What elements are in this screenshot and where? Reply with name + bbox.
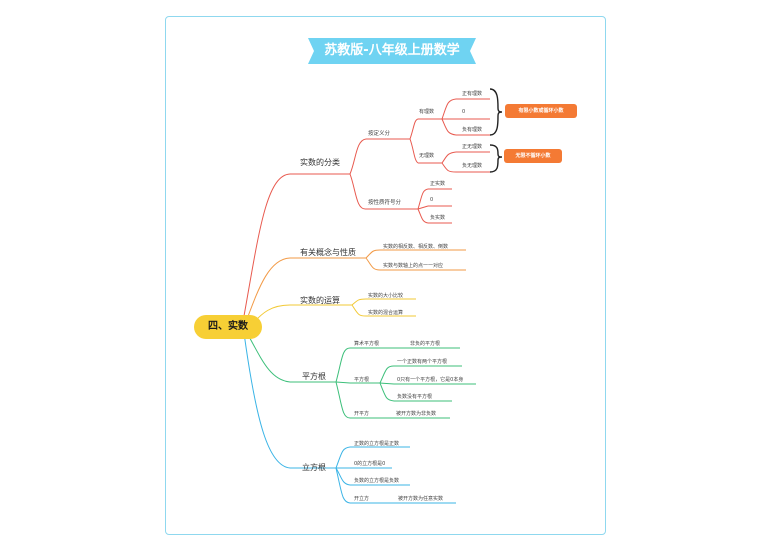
cube-item-3: 负数的立方根是负数 bbox=[354, 478, 400, 484]
mindmap-frame bbox=[165, 16, 606, 535]
classification-node: 实数的分类 bbox=[300, 158, 340, 167]
positive-real-node: 正实数 bbox=[430, 181, 446, 187]
by-definition-node: 按定义分 bbox=[368, 131, 391, 137]
sqrt-node: 平方根 bbox=[354, 377, 370, 383]
operation-item-1: 实数的大小比较 bbox=[368, 293, 404, 299]
irrational-note-tag: 无限不循环小数 bbox=[504, 149, 562, 163]
operation-item-2: 实数的混合运算 bbox=[368, 310, 404, 316]
concepts-node: 有关概念与性质 bbox=[300, 248, 356, 257]
extract-square-item: 被开方数为非负数 bbox=[396, 411, 437, 417]
arithmetic-root-node: 算术平方根 bbox=[354, 341, 380, 347]
page-title: 苏教版-八年级上册数学 bbox=[324, 43, 460, 58]
extract-cube-item: 被开方数为任意实数 bbox=[398, 496, 444, 502]
concept-item-1: 实数的相反数、相反数、倒数 bbox=[383, 244, 449, 250]
sqrt-item-3: 负数没有平方根 bbox=[397, 394, 433, 400]
cube-item-2: 0的立方根是0 bbox=[354, 461, 386, 467]
by-sign-node: 按性质符号分 bbox=[368, 200, 402, 206]
cube-root-node: 立方根 bbox=[302, 463, 326, 472]
rational-note-tag: 有限小数或循环小数 bbox=[505, 104, 577, 118]
positive-rational-node: 正有理数 bbox=[462, 91, 483, 97]
title-banner bbox=[308, 38, 476, 64]
square-root-node: 平方根 bbox=[302, 372, 326, 381]
sqrt-item-1: 一个正数有两个平方根 bbox=[397, 359, 448, 365]
irrational-node: 无理数 bbox=[419, 153, 435, 159]
root-node: 四、实数 bbox=[194, 315, 262, 339]
rational-node: 有理数 bbox=[419, 109, 435, 115]
zero-rational-node: 0 bbox=[462, 109, 466, 115]
extract-square-node: 开平方 bbox=[354, 411, 370, 417]
extract-cube-node: 开立方 bbox=[354, 496, 370, 502]
arithmetic-root-item: 非负的平方根 bbox=[410, 341, 441, 347]
zero-real-node: 0 bbox=[430, 197, 434, 203]
cube-item-1: 正数的立方根是正数 bbox=[354, 441, 400, 447]
concept-item-2: 实数与数轴上的点一一对应 bbox=[383, 263, 444, 269]
negative-irrational-node: 负无理数 bbox=[462, 163, 483, 169]
negative-real-node: 负实数 bbox=[430, 215, 446, 221]
positive-irrational-node: 正无理数 bbox=[462, 144, 483, 150]
sqrt-item-2: 0只有一个平方根，它是0本身 bbox=[397, 377, 464, 383]
operations-node: 实数的运算 bbox=[300, 296, 340, 305]
negative-rational-node: 负有理数 bbox=[462, 127, 483, 133]
